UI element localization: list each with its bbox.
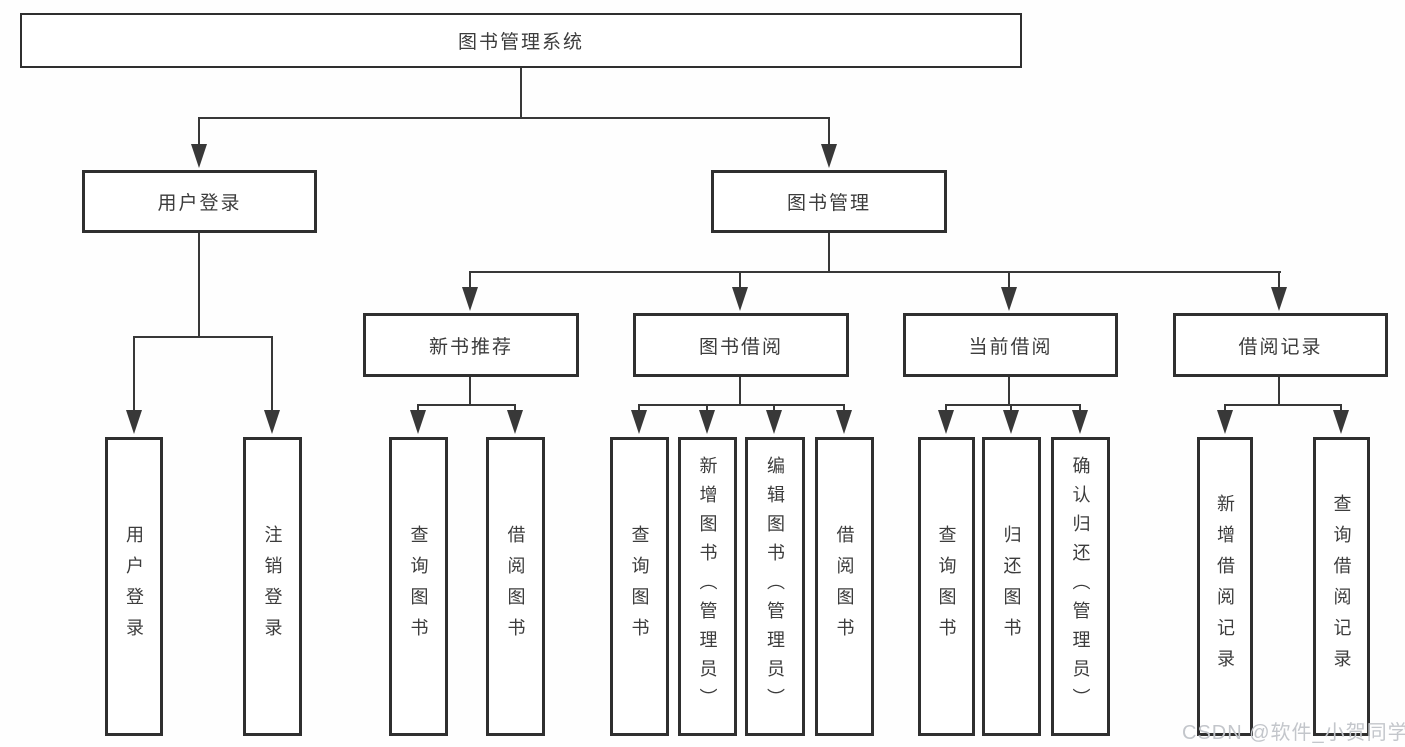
node-label: 用户登录 <box>157 193 242 214</box>
arrow-down-icon <box>191 144 207 168</box>
node-borrow-records: 借阅记录 <box>1173 313 1388 377</box>
arrow-down-icon <box>1072 410 1088 434</box>
arrow-down-icon <box>126 410 142 434</box>
connector-line <box>271 336 273 412</box>
connector-line <box>198 233 200 336</box>
connector-line <box>469 377 471 404</box>
arrow-down-icon <box>1001 287 1017 311</box>
connector-line <box>706 404 708 412</box>
arrow-down-icon <box>1217 410 1233 434</box>
connector-line <box>199 117 830 119</box>
leaf-logout: 注销登录 <box>243 437 302 736</box>
arrow-down-icon <box>836 410 852 434</box>
arrow-down-icon <box>631 410 647 434</box>
leaf-borrow-books-1: 借阅图书 <box>486 437 545 736</box>
leaf-borrow-books-2: 借阅图书 <box>815 437 874 736</box>
connector-line <box>1079 404 1081 412</box>
connector-line <box>828 233 830 271</box>
connector-line <box>843 404 845 412</box>
arrow-down-icon <box>821 144 837 168</box>
connector-line <box>469 271 471 289</box>
node-current-borrow: 当前借阅 <box>903 313 1118 377</box>
connector-line <box>198 117 200 146</box>
node-label: 归还图书 <box>1001 524 1022 649</box>
csdn-watermark: CSDN @软件_小贺同学 <box>1182 722 1405 744</box>
connector-line <box>1008 271 1010 289</box>
node-new-book-recommend: 新书推荐 <box>363 313 579 377</box>
connector-line <box>520 68 522 117</box>
node-library-management-system: 图书管理系统 <box>20 13 1022 68</box>
connector-line <box>828 117 830 146</box>
node-label: 查询借阅记录 <box>1331 493 1352 680</box>
node-label: 图书管理系统 <box>457 32 584 53</box>
node-label: 新增借阅记录 <box>1215 493 1235 680</box>
leaf-confirm-return-admin: 确认归还（管理员） <box>1051 437 1110 736</box>
leaf-query-books-3: 查询图书 <box>918 437 975 736</box>
node-label: 新增图书（管理员） <box>697 456 718 717</box>
leaf-return-books: 归还图书 <box>982 437 1041 736</box>
connector-line <box>739 271 741 289</box>
leaf-add-book-admin: 新增图书（管理员） <box>678 437 737 736</box>
connector-line <box>417 404 516 406</box>
connector-line <box>1224 404 1226 412</box>
arrow-down-icon <box>462 287 478 311</box>
leaf-query-borrow-record: 查询借阅记录 <box>1313 437 1370 736</box>
arrow-down-icon <box>1003 410 1019 434</box>
node-label: 借阅图书 <box>505 524 526 649</box>
connector-line <box>470 271 1281 273</box>
arrow-down-icon <box>410 410 426 434</box>
arrow-down-icon <box>699 410 715 434</box>
node-label: 新书推荐 <box>428 336 513 358</box>
connector-line <box>133 336 273 338</box>
leaf-edit-book-admin: 编辑图书（管理员） <box>745 437 805 736</box>
node-label: 编辑图书（管理员） <box>765 456 785 717</box>
node-label: 查询图书 <box>936 524 957 649</box>
connector-line <box>945 404 947 412</box>
leaf-query-books-1: 查询图书 <box>389 437 448 736</box>
leaf-user-login: 用户登录 <box>105 437 163 736</box>
node-label: 用户登录 <box>124 524 144 649</box>
arrow-down-icon <box>938 410 954 434</box>
node-book-management: 图书管理 <box>711 170 947 233</box>
leaf-query-books-2: 查询图书 <box>610 437 669 736</box>
node-user-login: 用户登录 <box>82 170 317 233</box>
connector-line <box>1278 271 1280 289</box>
arrow-down-icon <box>766 410 782 434</box>
arrow-down-icon <box>732 287 748 311</box>
node-label: 查询图书 <box>408 524 429 649</box>
node-label: 确认归还（管理员） <box>1070 456 1091 717</box>
connector-line <box>1278 377 1280 404</box>
arrow-down-icon <box>507 410 523 434</box>
connector-line <box>638 404 640 412</box>
node-book-borrow: 图书借阅 <box>633 313 849 377</box>
node-label: 借阅图书 <box>834 524 855 649</box>
node-label: 借阅记录 <box>1238 336 1323 358</box>
connector-line <box>773 404 775 412</box>
connector-line <box>1340 404 1342 412</box>
connector-line <box>514 404 516 412</box>
node-label: 图书管理 <box>786 193 871 214</box>
connector-line <box>1010 404 1012 412</box>
connector-line <box>739 377 741 404</box>
leaf-add-borrow-record: 新增借阅记录 <box>1197 437 1253 736</box>
connector-line <box>417 404 419 412</box>
connector-line <box>1008 377 1010 404</box>
connector-line <box>133 336 135 412</box>
node-label: 图书借阅 <box>698 336 783 358</box>
node-label: 查询图书 <box>629 524 650 649</box>
arrow-down-icon <box>264 410 280 434</box>
connector-line <box>638 404 845 406</box>
connector-line <box>945 404 1081 406</box>
node-label: 注销登录 <box>262 524 283 649</box>
arrow-down-icon <box>1333 410 1349 434</box>
connector-line <box>1224 404 1342 406</box>
arrow-down-icon <box>1271 287 1287 311</box>
node-label: 当前借阅 <box>968 336 1053 358</box>
